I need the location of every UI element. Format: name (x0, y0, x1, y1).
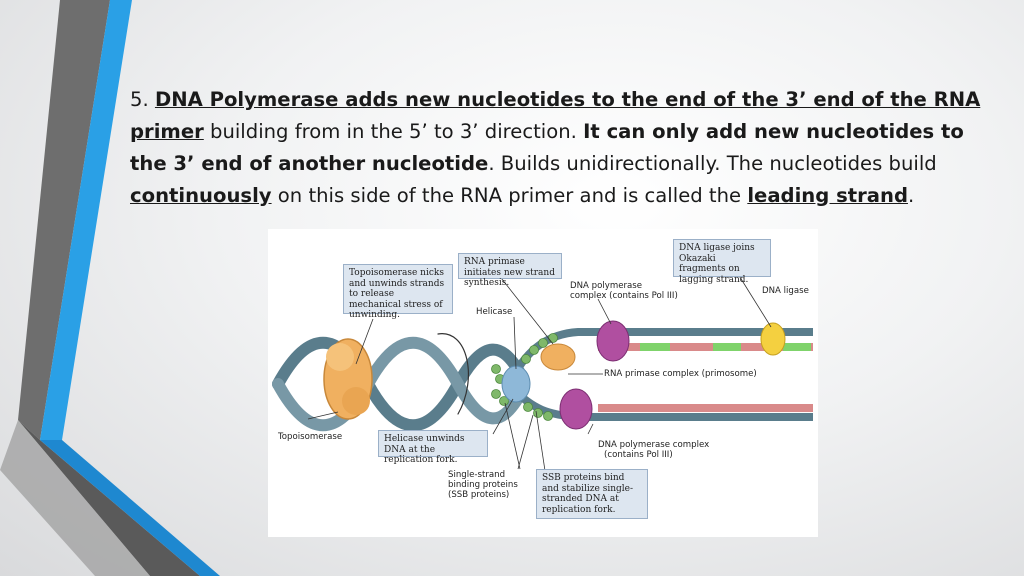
para-bold-leading-strand: leading strand (747, 184, 908, 207)
para-bold-polymerase: DNA Polymerase adds new nucleotides to t… (130, 88, 981, 143)
helicase-note: Helicase unwinds DNA at the replication … (378, 430, 488, 465)
helix-strand-a (272, 336, 529, 432)
primer-2 (713, 343, 741, 351)
replication-fork-diagram: Topoisomerase nicks and unwinds strands … (268, 229, 818, 537)
para-unidirectional: . Builds unidirectionally. The nucleotid… (488, 152, 937, 175)
para-bold-3prime: It can only add new nucleotides to the 3… (130, 120, 964, 175)
rotation-arrow (437, 333, 469, 415)
para-direction: building from in the 5’ to 3’ direction. (203, 120, 584, 143)
primer-1 (640, 343, 670, 351)
topoisomerase-enzyme (323, 338, 373, 420)
label-polymerase-top-line2: complex (contains Pol III) (570, 291, 678, 301)
ssb-note: SSB proteins bind and stabilize single-s… (536, 469, 648, 519)
label-ssb-line2: binding proteins (448, 480, 518, 490)
topoisomerase-note: Topoisomerase nicks and unwinds strands … (343, 264, 453, 320)
stripe-blue-2 (40, 440, 220, 576)
bottom-new-strand (598, 404, 813, 412)
ligase-note: DNA ligase joins Okazaki fragments on la… (673, 239, 771, 285)
polymerase-complexes (559, 320, 630, 430)
label-polymerase-bottom-line2: (contains Pol III) (604, 450, 673, 460)
helix-strand-b (272, 336, 529, 432)
para-end: . (907, 184, 915, 207)
label-ssb-line3: (SSB proteins) (448, 490, 510, 500)
stripe-dark-1 (18, 0, 110, 440)
label-helicase: Helicase (476, 307, 513, 317)
stripe-blue-1 (40, 0, 132, 440)
primase-complex (540, 343, 576, 371)
helicase-enzyme (501, 365, 531, 403)
replication-fork-illustration (272, 273, 813, 505)
top-new-strand (598, 343, 813, 351)
label-polymerase-top-line1: DNA polymerase (570, 281, 643, 291)
para-called: on this side of the RNA primer and is ca… (271, 184, 748, 207)
slide-paragraph: 5. DNA Polymerase adds new nucleotides t… (130, 84, 990, 212)
label-primase-complex: RNA primase complex (primosome) (604, 369, 757, 379)
bottom-parental-strand (510, 386, 813, 421)
stripe-grey-light (0, 420, 150, 576)
label-polymerase-bottom-line1: DNA polymerase complex (598, 440, 710, 450)
ssb-proteins (491, 333, 558, 421)
ligase-enzyme (760, 322, 786, 356)
double-helix (272, 333, 529, 432)
para-number: 5. (130, 88, 155, 111)
primer-3 (783, 343, 811, 351)
label-topoisomerase: Topoisomerase (278, 432, 343, 442)
para-bold-continuously: continuously (130, 184, 272, 207)
label-dna-ligase: DNA ligase (762, 286, 809, 296)
primase-note: RNA primase initiates new strand synthes… (458, 253, 562, 288)
label-ssb-line1: Single-strand (448, 470, 506, 480)
